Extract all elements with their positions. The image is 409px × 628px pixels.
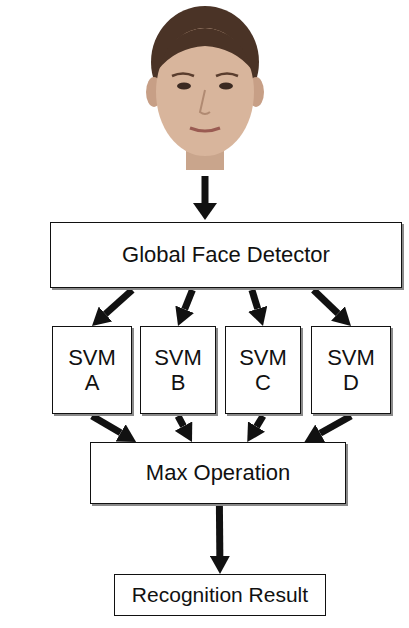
flow-arrow xyxy=(216,506,223,556)
eyebrow xyxy=(172,74,194,77)
mouth xyxy=(190,128,220,131)
eye xyxy=(219,83,233,90)
eyebrow xyxy=(216,74,238,77)
nose xyxy=(200,90,210,114)
arrow-shaft xyxy=(202,176,209,204)
arrow-head xyxy=(193,203,217,220)
box-label: SVM B xyxy=(154,345,202,396)
svm-box: SVM C xyxy=(225,326,301,414)
box-label: Recognition Result xyxy=(132,583,308,607)
hair-fringe xyxy=(158,28,252,70)
flow-arrow xyxy=(185,290,193,309)
eye xyxy=(177,83,191,90)
flow-arrow xyxy=(320,416,351,433)
box-label: Global Face Detector xyxy=(122,242,330,267)
flow-arrow xyxy=(314,290,339,314)
svm-box: SVM A xyxy=(52,326,132,414)
flow-arrow xyxy=(178,416,183,426)
face-photo xyxy=(146,6,264,170)
flow-arrow xyxy=(105,290,132,314)
svm-box: SVM B xyxy=(140,326,216,414)
box-label: Max Operation xyxy=(146,460,290,485)
flow-arrow xyxy=(92,416,121,433)
result-box: Recognition Result xyxy=(114,574,326,616)
detector-box: Global Face Detector xyxy=(50,222,402,288)
svm-box: SVM D xyxy=(311,326,391,414)
face-skin xyxy=(156,28,254,156)
flow-arrow xyxy=(257,416,263,427)
box-label: SVM D xyxy=(327,345,375,396)
max-operation-box: Max Operation xyxy=(90,442,346,504)
flow-arrow xyxy=(252,290,258,309)
box-label: SVM C xyxy=(239,345,287,396)
input-arrow xyxy=(193,176,217,220)
box-label: SVM A xyxy=(68,345,116,396)
